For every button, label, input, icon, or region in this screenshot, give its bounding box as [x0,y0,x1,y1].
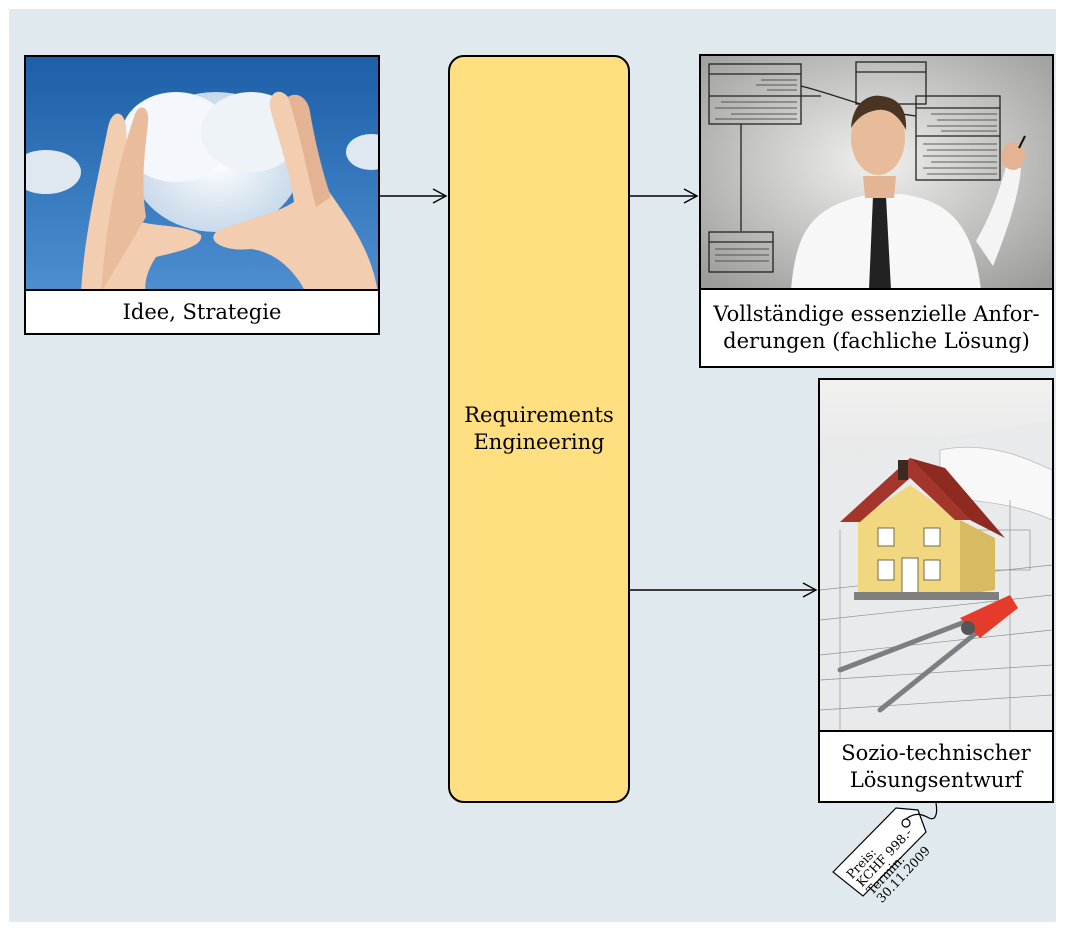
node-essential-requirements-caption: Vollständige essenzielle Anfor- derungen… [701,288,1052,366]
price-tag-text: Preis: KCHF 998.- Termin: 30.11.2009 [836,818,986,928]
node-solution-design: Sozio-technischer Lösungsentwurf [818,378,1054,803]
node-solution-design-caption: Sozio-technischer Lösungsentwurf [820,730,1052,801]
idea-caption-text: Idee, Strategie [122,299,282,324]
essential-requirements-line1: Vollständige essenzielle Anfor- [713,302,1040,326]
requirements-engineering-label: Requirements Engineering [450,402,628,456]
node-requirements-engineering: Requirements Engineering [448,55,630,803]
solution-design-line1: Sozio-technischer [841,740,1031,765]
solution-design-line2: Lösungsentwurf [849,767,1023,792]
essential-requirements-line2: derungen (fachliche Lösung) [723,329,1030,353]
hands-cloud-image [26,57,378,293]
node-essential-requirements: Vollständige essenzielle Anfor- derungen… [699,54,1054,368]
house-blueprint-image [820,380,1052,732]
re-label-line1: Requirements [464,403,614,427]
node-idea-caption: Idee, Strategie [26,289,378,333]
man-drawing-diagram-image [701,56,1052,290]
node-idea: Idee, Strategie [24,55,380,335]
re-label-line2: Engineering [473,430,605,454]
